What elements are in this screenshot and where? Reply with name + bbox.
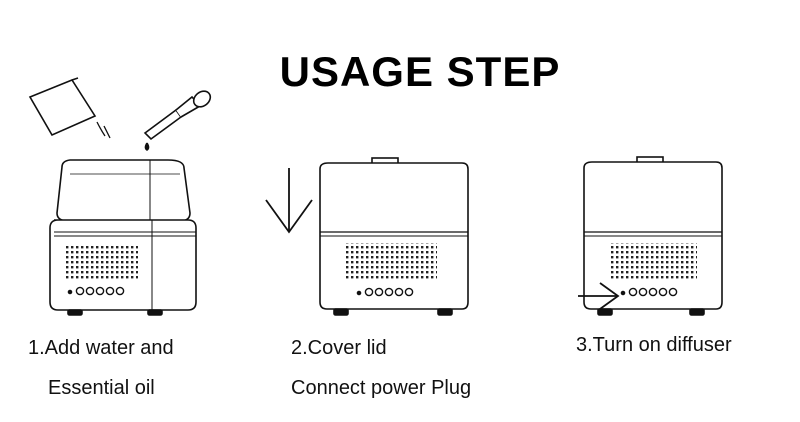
down-arrow-icon xyxy=(265,168,313,234)
step1-illustration xyxy=(28,77,212,316)
step1-caption-line1: 1.Add water and xyxy=(28,337,174,359)
step3-illustration xyxy=(578,156,723,316)
step2-illustration xyxy=(265,157,469,316)
right-arrow-icon xyxy=(578,282,620,310)
diffuser-closed-icon xyxy=(319,157,469,316)
step2-caption-line2: Connect power Plug xyxy=(291,377,472,399)
diffuser-powered-icon xyxy=(583,156,723,316)
page-title: USAGE STEP xyxy=(279,48,561,95)
step1-caption-line2: Essential oil xyxy=(48,377,155,399)
water-cup-icon xyxy=(28,77,111,139)
step3-caption: 3.Turn on diffuser xyxy=(576,334,732,356)
dropper-icon xyxy=(143,90,212,151)
step2-caption-line1: 2.Cover lid xyxy=(291,337,387,359)
diffuser-open-icon xyxy=(49,159,197,316)
